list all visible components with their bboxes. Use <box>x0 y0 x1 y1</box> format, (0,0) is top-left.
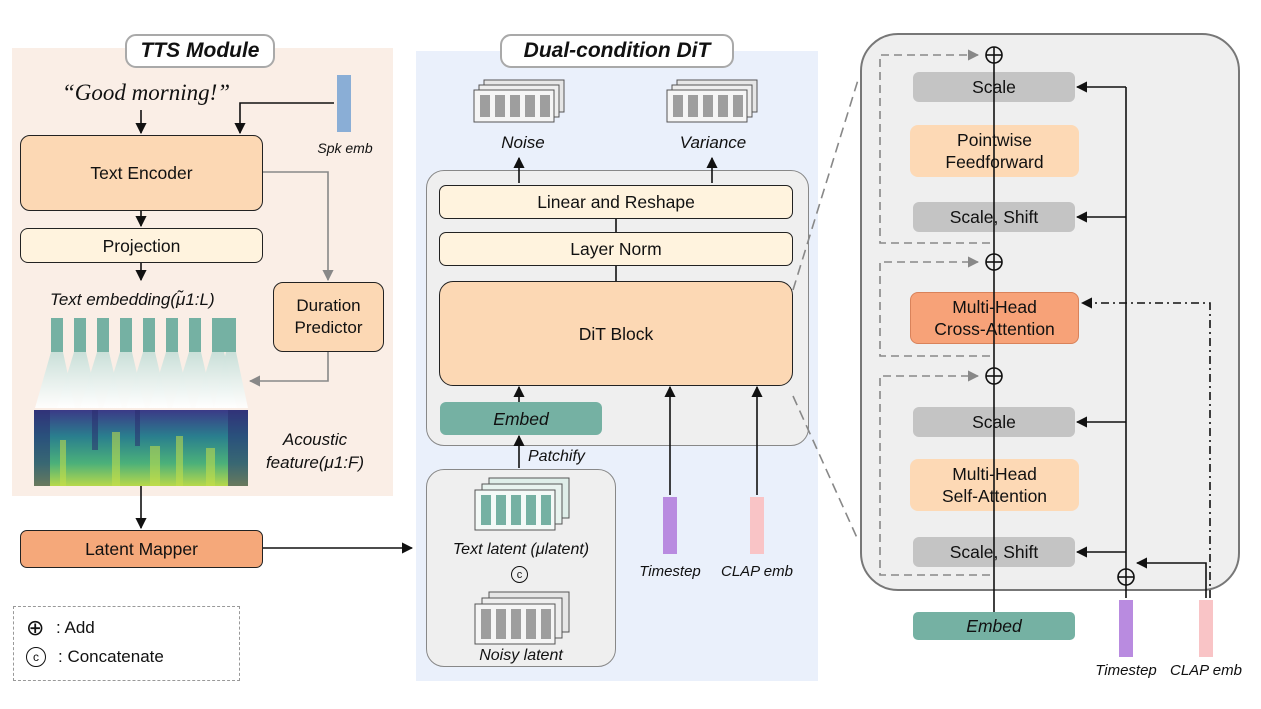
legend: ⊕ : Add c : Concatenate <box>13 606 240 681</box>
text-latent-tensor-icon <box>474 477 570 531</box>
text-encoder-box: Text Encoder <box>20 135 263 211</box>
duration-predictor-box: Duration Predictor <box>273 282 384 352</box>
dit-block-box: DiT Block <box>439 281 793 386</box>
projection-box: Projection <box>20 228 263 263</box>
dit-embed-box: Embed <box>440 402 602 435</box>
concat-symbol-icon: c <box>511 566 528 583</box>
variance-tensor-icon <box>666 79 758 123</box>
block-timestep-bar <box>1119 600 1133 657</box>
clap-emb-bar <box>750 497 764 554</box>
clap-emb-label: CLAP emb <box>721 563 793 580</box>
text-embedding-label: Text embedding(μ̃1:L) <box>50 290 215 309</box>
duration-predictor-label: Duration Predictor <box>294 296 363 337</box>
acoustic-spectrogram <box>34 410 248 486</box>
speaker-embedding-bar <box>337 75 351 132</box>
noisy-latent-tensor-icon <box>474 591 570 645</box>
latent-mapper-box: Latent Mapper <box>20 530 263 568</box>
add-symbol-icon: ⊕ <box>26 615 45 640</box>
tts-module-title: TTS Module <box>125 34 275 68</box>
embedding-bars <box>51 318 236 352</box>
add-nodes <box>985 46 1135 586</box>
concatenate-legend-item: c : Concatenate <box>26 647 164 667</box>
variance-label: Variance <box>679 133 747 152</box>
timestep-bar <box>663 497 677 554</box>
spk-emb-label: Spk emb <box>317 140 373 156</box>
block-clap-emb-label: CLAP emb <box>1170 662 1242 679</box>
text-latent-label: Text latent (μlatent) <box>452 541 590 558</box>
timestep-label: Timestep <box>639 563 701 580</box>
input-text: “Good morning!” <box>62 80 231 105</box>
patchify-label: Patchify <box>528 448 585 465</box>
add-legend-item: ⊕ : Add <box>26 615 95 640</box>
dit-title: Dual-condition DiT <box>500 34 734 68</box>
noise-tensor-icon <box>473 79 565 123</box>
embedding-fans <box>35 352 248 408</box>
block-timestep-label: Timestep <box>1095 662 1157 679</box>
layer-norm-box: Layer Norm <box>439 232 793 266</box>
linear-reshape-box: Linear and Reshape <box>439 185 793 219</box>
block-embed-box: Embed <box>913 612 1075 640</box>
block-clap-emb-bar <box>1199 600 1213 657</box>
noise-label: Noise <box>501 133 545 152</box>
acoustic-feature-label: Acoustic feature(μ1:F) <box>265 430 365 472</box>
concat-symbol-icon: c <box>26 647 46 667</box>
noisy-latent-label: Noisy latent <box>479 647 563 664</box>
